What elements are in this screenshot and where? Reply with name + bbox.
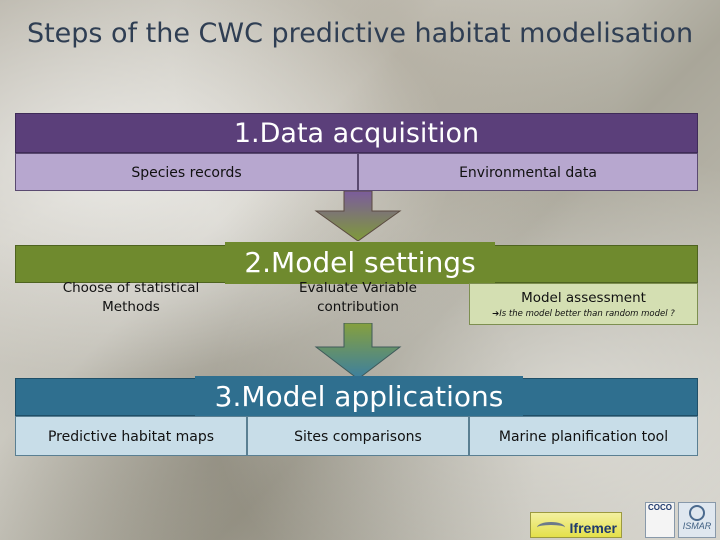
- ismar-logo: ISMAR: [678, 502, 716, 538]
- page-title: Steps of the CWC predictive habitat mode…: [26, 18, 694, 49]
- variable-contribution-cell: Evaluate Variable contribution: [247, 270, 469, 325]
- statistical-methods-line1: Choose of statistical: [62, 279, 200, 296]
- predictive-habitat-maps-cell: Predictive habitat maps: [15, 416, 247, 456]
- down-arrow-icon: [314, 323, 402, 379]
- model-assessment-subtitle: Is the model better than random model ?: [499, 309, 675, 319]
- model-assessment-cell: Model assessment ➔Is the model better th…: [469, 283, 698, 325]
- species-records-cell: Species records: [15, 153, 358, 191]
- model-assessment-subtitle-wrap: ➔Is the model better than random model ?: [492, 308, 675, 320]
- marine-planification-tool-cell: Marine planification tool: [469, 416, 698, 456]
- step2-header: 2.Model settings: [225, 242, 495, 284]
- down-arrow-icon: [314, 191, 402, 241]
- model-assessment-title: Model assessment: [521, 290, 646, 306]
- ifremer-logo: Ifremer: [530, 512, 622, 538]
- statistical-methods-line2: Methods: [102, 298, 160, 315]
- variable-contribution-line1: Evaluate Variable: [299, 279, 417, 296]
- step3-header: 3.Model applications: [195, 376, 523, 418]
- ismar-logo-text: ISMAR: [682, 521, 712, 531]
- coco-logo: COCO: [645, 502, 675, 538]
- ifremer-logo-text: Ifremer: [569, 520, 617, 536]
- variable-contribution-line2: contribution: [317, 298, 399, 315]
- statistical-methods-cell: Choose of statistical Methods: [15, 270, 247, 325]
- sites-comparisons-cell: Sites comparisons: [247, 416, 469, 456]
- coco-logo-text: COCO: [648, 503, 672, 512]
- environmental-data-cell: Environmental data: [358, 153, 698, 191]
- right-arrow-icon: ➔: [492, 309, 500, 319]
- step1-header: 1.Data acquisition: [15, 113, 698, 153]
- ring-icon: [689, 505, 705, 521]
- wave-icon: [537, 522, 565, 533]
